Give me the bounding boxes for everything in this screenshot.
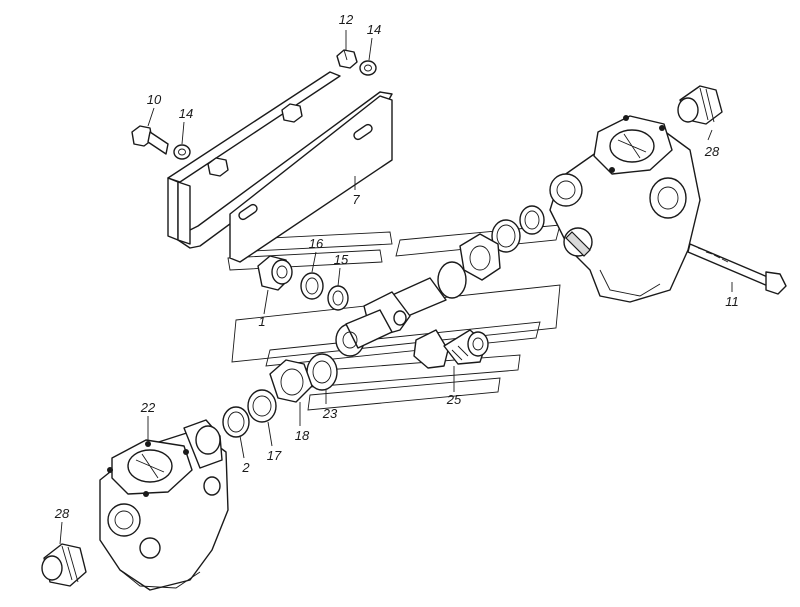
bolt-part-10	[131, 125, 169, 155]
callout-28-upper: 28	[704, 144, 720, 159]
tee-fitting	[335, 261, 467, 357]
callout-14-left: 14	[179, 106, 193, 121]
seal-part-15	[327, 285, 349, 311]
valve-body-upper	[549, 115, 701, 303]
callout-14-top: 14	[367, 22, 381, 37]
seal-part-23	[306, 353, 338, 391]
valve-body-lower	[99, 419, 229, 591]
washer-part-2	[222, 406, 250, 438]
nut-part-1	[257, 255, 293, 291]
callout-10: 10	[147, 92, 162, 107]
nut-part-12	[336, 49, 358, 69]
callout-labels: 12 14 10 14 7 28 16 15 1 11 23 25 18 17 …	[54, 12, 739, 521]
callout-28-lower: 28	[54, 506, 70, 521]
washer-part-14-left	[173, 144, 191, 160]
seal-rings-right	[459, 205, 545, 281]
callout-11: 11	[725, 294, 739, 309]
nut-part-18	[269, 359, 313, 403]
callout-7: 7	[352, 192, 360, 207]
bolt-part-11	[687, 243, 787, 295]
elbow-part-25	[413, 329, 489, 369]
callout-12: 12	[339, 12, 354, 27]
washer-part-17	[247, 389, 277, 423]
leader-lines	[59, 30, 733, 545]
bracket-part-7	[167, 71, 393, 263]
callout-16: 16	[309, 236, 324, 251]
callout-17: 17	[267, 448, 282, 463]
callout-1: 1	[258, 314, 265, 329]
callout-23: 23	[322, 406, 338, 421]
callout-22: 22	[140, 400, 156, 415]
washer-part-14-top	[359, 60, 377, 76]
callout-25: 25	[446, 392, 462, 407]
callout-15: 15	[334, 252, 349, 267]
seal-part-16	[300, 272, 324, 300]
callout-2: 2	[241, 460, 250, 475]
callout-18: 18	[295, 428, 310, 443]
fitting-part-28-upper	[677, 85, 723, 125]
fitting-part-28-lower	[41, 543, 87, 587]
